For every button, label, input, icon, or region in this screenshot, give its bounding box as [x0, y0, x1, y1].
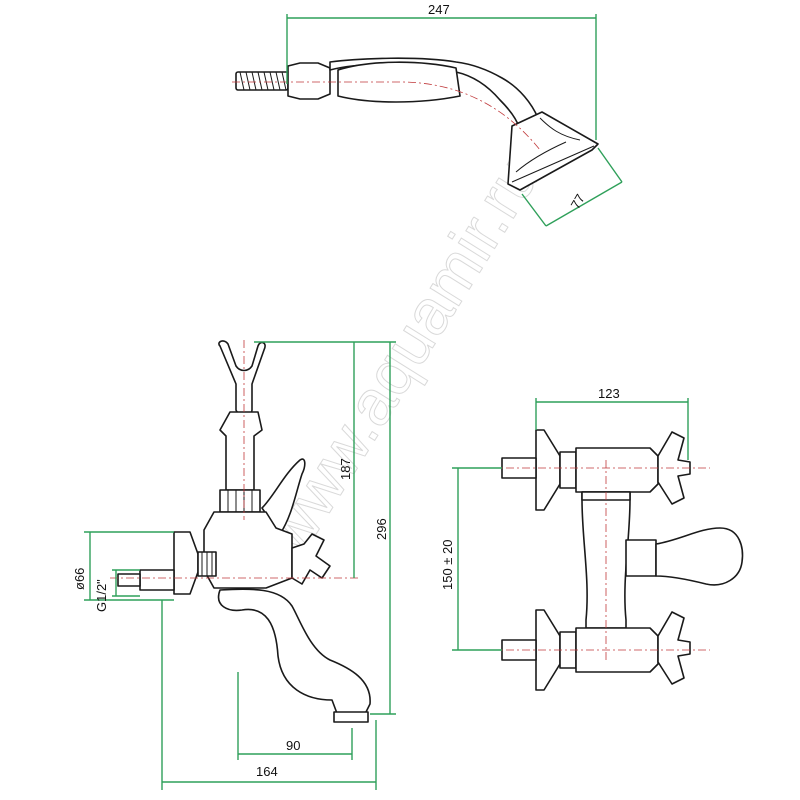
dim-123: 123	[535, 386, 689, 460]
mixer-front-view	[490, 429, 744, 691]
lower-cross-handle	[657, 611, 691, 685]
label-77: 77	[568, 191, 588, 211]
upper-flange	[535, 429, 561, 511]
label-187: 187	[338, 458, 353, 480]
watermark: www.aquamir.ru	[250, 143, 553, 568]
dim-187: 187	[254, 341, 360, 578]
hose-connector	[287, 62, 331, 100]
dim-150: 150 ± 20	[440, 467, 502, 651]
dim-164: 164	[161, 600, 377, 790]
hose-spring	[235, 71, 289, 91]
shower-holder	[218, 340, 266, 416]
lower-body	[575, 627, 659, 673]
label-164: 164	[256, 764, 278, 779]
spout-aerator	[333, 711, 369, 723]
label-flange: ø66	[72, 568, 87, 590]
shower-head	[507, 111, 599, 191]
label-123: 123	[598, 386, 620, 401]
spout-front	[655, 527, 744, 586]
spout-connector	[625, 539, 657, 577]
mixer-side-view	[110, 340, 371, 723]
hand-shower	[232, 57, 599, 191]
cross-handle-side	[291, 533, 331, 585]
label-247: 247	[428, 2, 450, 17]
dim-flange: ø66	[72, 531, 174, 601]
label-thread: G1/2"	[94, 579, 109, 612]
dim-thread: G1/2"	[94, 569, 140, 612]
dim-90: 90	[237, 672, 353, 760]
label-296: 296	[374, 518, 389, 540]
upper-nut	[559, 451, 577, 489]
dim-296: 296	[360, 341, 396, 715]
inlet-pipe	[139, 569, 175, 591]
wall-flange	[173, 531, 199, 595]
spout	[217, 588, 371, 717]
diverter-lever	[261, 458, 306, 535]
label-90: 90	[286, 738, 300, 753]
holder-stem	[219, 411, 263, 491]
inlet-thread	[117, 573, 141, 587]
label-150: 150 ± 20	[440, 539, 455, 590]
holder-nut	[219, 489, 261, 513]
dim-shower-head: 77	[521, 147, 623, 227]
mixer-body	[203, 511, 293, 589]
dim-shower-length: 247	[286, 2, 597, 140]
upper-body	[575, 447, 659, 493]
